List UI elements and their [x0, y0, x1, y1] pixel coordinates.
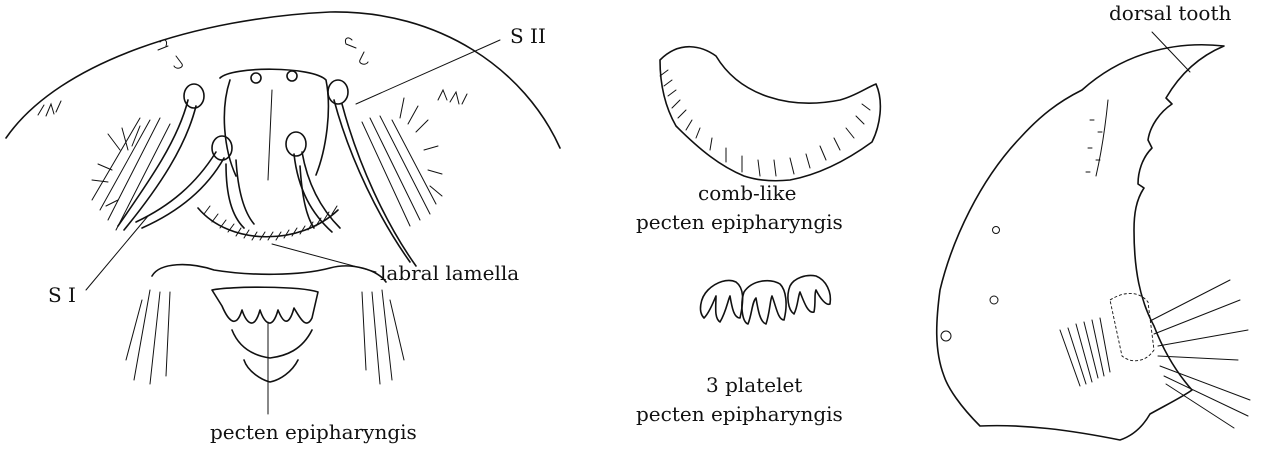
mandible-outline: [937, 45, 1224, 440]
mandible-brush: [1060, 318, 1110, 386]
lateral-hairs-right: [438, 90, 467, 104]
s-i-setae: [136, 132, 340, 232]
three-platelet-label-line1: 3 platelet: [706, 373, 802, 397]
labral-lamella-fringe: [204, 206, 337, 240]
s-ii-setae: [118, 80, 416, 266]
central-midline: [268, 90, 272, 180]
lateral-hairs-left: [38, 101, 61, 116]
comb-like-label-line1: comb-like: [698, 181, 797, 205]
s-i-label: S I: [48, 283, 76, 307]
platelet-middle: [742, 281, 786, 324]
platelet-right: [788, 275, 830, 314]
dorsal-tooth-leader: [1152, 32, 1190, 72]
pecten-epipharyngis-label: pecten epipharyngis: [210, 420, 417, 444]
labrum-outline: [6, 12, 560, 148]
pore-right: [287, 71, 297, 81]
lower-outline: [232, 330, 312, 382]
comb-like-pecten-drawing: [660, 47, 880, 181]
mandible-drawing: [937, 45, 1250, 440]
labral-lamella: [198, 208, 338, 237]
dorsal-tooth-label: dorsal tooth: [1109, 1, 1232, 25]
mandible-inner-line: [1096, 100, 1108, 176]
platelet-left: [701, 280, 743, 322]
s-ii-leader: [356, 40, 500, 104]
three-platelet-pecten-drawing: [701, 275, 831, 324]
lower-plate: [152, 265, 386, 282]
mandible-prostheca: [1110, 293, 1154, 360]
labral-lamella-label: labral lamella: [380, 261, 519, 285]
sensilla-top: [158, 38, 368, 68]
comb-like-label-line2: pecten epipharyngis: [636, 210, 843, 234]
lower-brushes: [126, 290, 404, 384]
lateral-brush-left: [92, 118, 170, 230]
labral-lamella-leader: [272, 244, 376, 272]
three-platelet-label-line2: pecten epipharyngis: [636, 402, 843, 426]
labrum-drawing: [6, 12, 560, 384]
pore-left: [251, 73, 261, 83]
s-ii-label: S II: [510, 24, 546, 48]
lateral-brush-right: [362, 98, 442, 226]
pecten-epipharyngis-labrum: [212, 287, 318, 323]
mandible-dots: [1086, 120, 1102, 172]
